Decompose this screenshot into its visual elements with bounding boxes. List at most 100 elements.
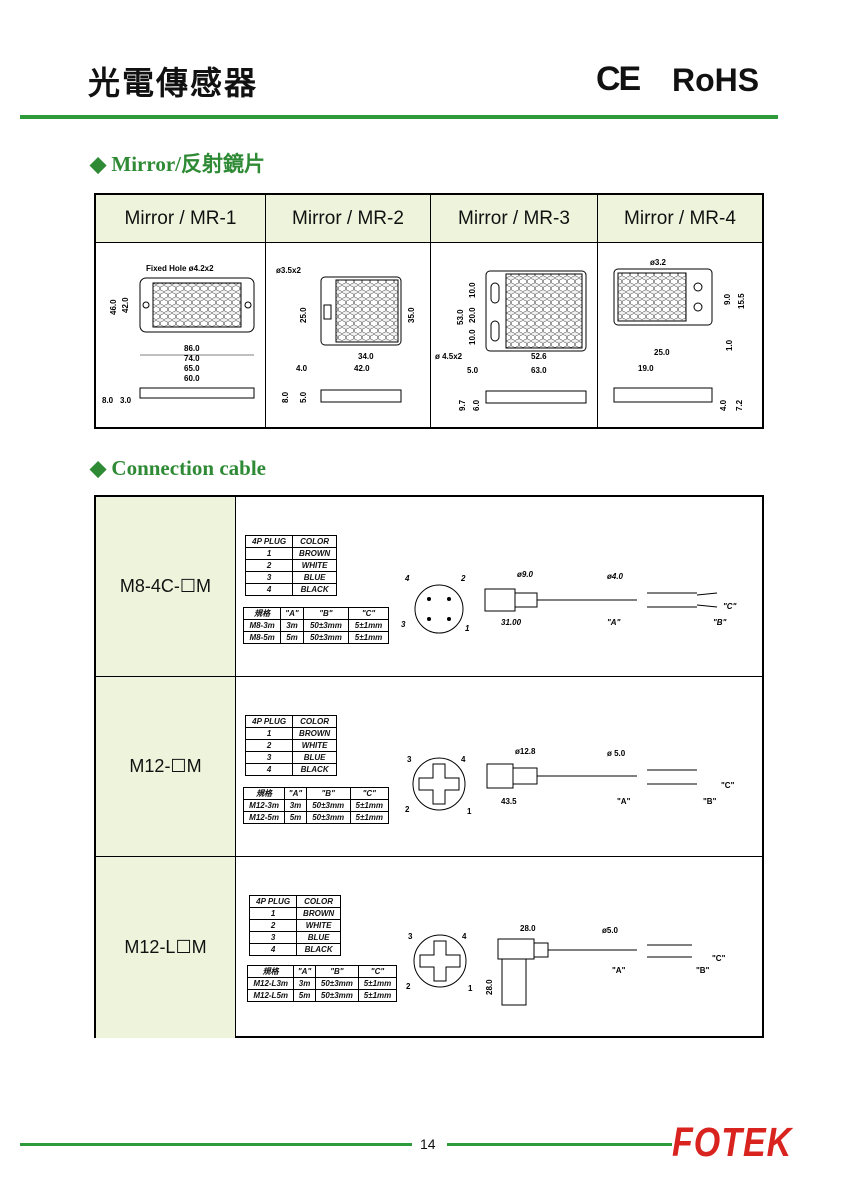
- mirror-header-4: Mirror / MR-4: [598, 195, 762, 243]
- svg-text:3: 3: [401, 620, 406, 629]
- svg-text:28.0: 28.0: [520, 924, 536, 933]
- mirror-drawing-1: Fixed Hole ø4.2x2 46.0 42.0 86.0 74.0 65…: [96, 243, 266, 429]
- dim-label: 25.0: [299, 307, 308, 323]
- ce-mark: CE: [596, 60, 641, 98]
- svg-text:2: 2: [405, 805, 410, 814]
- mirror-drawing-2: ø3.5x2 25.0 35.0 34.0 42.0 4.0 8.0 5.0: [266, 243, 431, 429]
- svg-text:"C": "C": [712, 954, 726, 963]
- dim-label: Fixed Hole ø4.2x2: [146, 264, 214, 273]
- dim-label: 42.0: [121, 297, 130, 313]
- dim-label: 10.0: [468, 282, 477, 298]
- svg-text:31.00: 31.00: [501, 618, 522, 627]
- dim-label: 19.0: [638, 364, 654, 373]
- section-title-mirror: ◆ Mirror/反射鏡片: [90, 152, 265, 176]
- mirror-header-1: Mirror / MR-1: [96, 195, 266, 243]
- svg-text:"A": "A": [607, 618, 621, 627]
- dim-label: 15.5: [737, 293, 746, 309]
- svg-text:"B": "B": [703, 797, 717, 806]
- svg-text:ø 5.0: ø 5.0: [607, 749, 626, 758]
- dim-label: 60.0: [184, 374, 200, 383]
- footer-divider-right: [447, 1143, 672, 1146]
- footer-divider-left: [20, 1143, 412, 1146]
- dim-label: 35.0: [407, 307, 416, 323]
- svg-text:"B": "B": [696, 966, 710, 975]
- svg-text:4: 4: [462, 932, 467, 941]
- dim-label: 4.0: [719, 399, 728, 411]
- svg-text:3: 3: [407, 755, 412, 764]
- rohs-mark: RoHS: [672, 62, 760, 98]
- dim-label: 46.0: [109, 299, 118, 315]
- svg-text:4: 4: [461, 755, 466, 764]
- m12-connector-drawing: 3 4 2 1 ø12.8 ø 5.0 43.5 "A" "B" "C": [405, 747, 735, 816]
- section-title-cable: ◆ Connection cable: [90, 456, 266, 480]
- mirror-header-2: Mirror / MR-2: [266, 195, 431, 243]
- dim-label: 7.2: [735, 399, 744, 411]
- dim-label: 86.0: [184, 344, 200, 353]
- dim-label: 3.0: [120, 396, 132, 405]
- svg-text:"C": "C": [721, 781, 735, 790]
- dim-label: 8.0: [102, 396, 114, 405]
- svg-text:2: 2: [460, 574, 466, 583]
- cable-label: M12-☐M: [96, 677, 236, 856]
- dim-label: 20.0: [468, 307, 477, 323]
- mirror-drawing-4: ø3.2 9.0 15.5 1.0 25.0 19.0 4.0 7.2: [598, 243, 762, 429]
- dim-label: 5.0: [299, 391, 308, 403]
- dim-label: 6.0: [472, 399, 481, 411]
- dim-label: 25.0: [654, 348, 670, 357]
- dim-label: 34.0: [358, 352, 374, 361]
- dim-label: 8.0: [281, 391, 290, 403]
- mirror-drawing-3: 53.0 10.0 20.0 10.0 ø 4.5x2 52.6 5.0 63.…: [431, 243, 598, 429]
- svg-text:3: 3: [408, 932, 413, 941]
- svg-text:"C": "C": [723, 602, 737, 611]
- dim-label: 4.0: [296, 364, 308, 373]
- dim-label: 42.0: [354, 364, 370, 373]
- dim-label: 5.0: [467, 366, 479, 375]
- page-title: 光電傳感器: [88, 65, 259, 101]
- dim-label: 9.7: [458, 399, 467, 411]
- svg-text:"B": "B": [713, 618, 727, 627]
- svg-text:4: 4: [404, 574, 410, 583]
- dim-label: ø3.5x2: [276, 266, 301, 275]
- svg-text:ø5.0: ø5.0: [602, 926, 619, 935]
- header-divider: [20, 115, 778, 119]
- svg-text:1: 1: [465, 624, 470, 633]
- svg-text:ø9.0: ø9.0: [517, 570, 534, 579]
- page-number: 14: [420, 1136, 436, 1152]
- cable-label: M12-L☐M: [96, 857, 236, 1038]
- dim-label: 1.0: [725, 339, 734, 351]
- svg-text:1: 1: [468, 984, 473, 993]
- dim-label: 53.0: [456, 309, 465, 325]
- dim-label: 9.0: [723, 293, 732, 305]
- cable-label: M8-4C-☐M: [96, 497, 236, 676]
- dim-label: 74.0: [184, 354, 200, 363]
- svg-text:1: 1: [467, 807, 472, 816]
- svg-text:2: 2: [406, 982, 411, 991]
- svg-text:ø4.0: ø4.0: [607, 572, 624, 581]
- mirror-table: Mirror / MR-1 Mirror / MR-2 Mirror / MR-…: [94, 193, 764, 429]
- dim-label: 10.0: [468, 329, 477, 345]
- dim-label: ø 4.5x2: [435, 352, 463, 361]
- m8-connector-drawing: 4 2 3 1 ø9.0 ø4.0 31.00 "A" "B" "C": [401, 570, 737, 634]
- svg-text:43.5: 43.5: [501, 797, 517, 806]
- dim-label: ø3.2: [650, 258, 667, 267]
- dim-label: 52.6: [531, 352, 547, 361]
- m12-l-connector-drawing: 3 4 2 1 28.0 ø5.0 28.0 "A" "B""C": [406, 924, 726, 1006]
- mirror-header-3: Mirror / MR-3: [431, 195, 598, 243]
- svg-text:"A": "A": [617, 797, 631, 806]
- svg-text:ø12.8: ø12.8: [515, 747, 536, 756]
- svg-text:28.0: 28.0: [485, 979, 494, 995]
- brand-logo: FOTEK: [672, 1120, 793, 1166]
- dim-label: 65.0: [184, 364, 200, 373]
- svg-text:"A": "A": [612, 966, 626, 975]
- dim-label: 63.0: [531, 366, 547, 375]
